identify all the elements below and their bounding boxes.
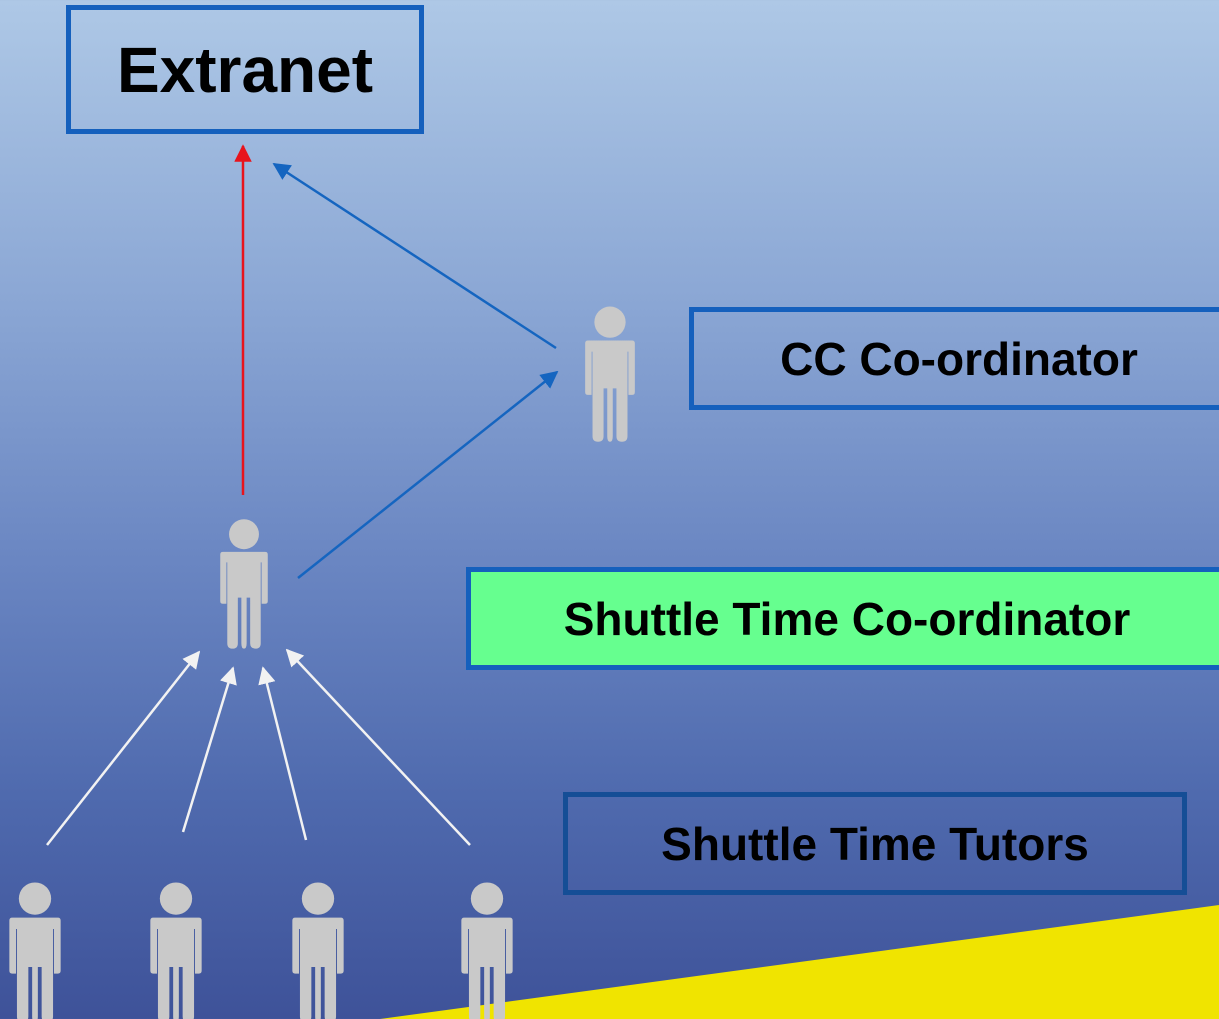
extranet-box: Extranet — [66, 5, 424, 134]
cc-coordinator-box: CC Co-ordinator — [689, 307, 1219, 410]
arrow-tutor-3-to-coordinator — [258, 666, 308, 841]
shuttle-time-tutors-label: Shuttle Time Tutors — [661, 817, 1089, 870]
shuttle-time-tutors-box: Shuttle Time Tutors — [563, 792, 1187, 895]
corner-triangle — [380, 905, 1219, 1019]
person-icon — [461, 882, 513, 1019]
person-icon — [220, 519, 268, 649]
shuttle-time-coordinator-box: Shuttle Time Co-ordinator — [466, 567, 1219, 670]
extranet-label: Extranet — [116, 33, 374, 106]
arrow-tutor-2-to-coordinator — [181, 666, 237, 833]
person-icon — [292, 882, 344, 1019]
shuttle-time-coordinator-label: Shuttle Time Co-ordinator — [563, 592, 1131, 645]
arrow-tutor-4-to-coordinator — [285, 648, 471, 846]
cc-coordinator-label: CC Co-ordinator — [780, 332, 1138, 385]
person-icon — [150, 882, 202, 1019]
person-icon — [585, 306, 635, 442]
arrow-cc-to-extranet — [272, 162, 557, 350]
arrow-coordinator-to-cc — [297, 370, 559, 579]
person-icon — [9, 882, 61, 1019]
arrow-tutor-1-to-coordinator — [46, 650, 201, 846]
